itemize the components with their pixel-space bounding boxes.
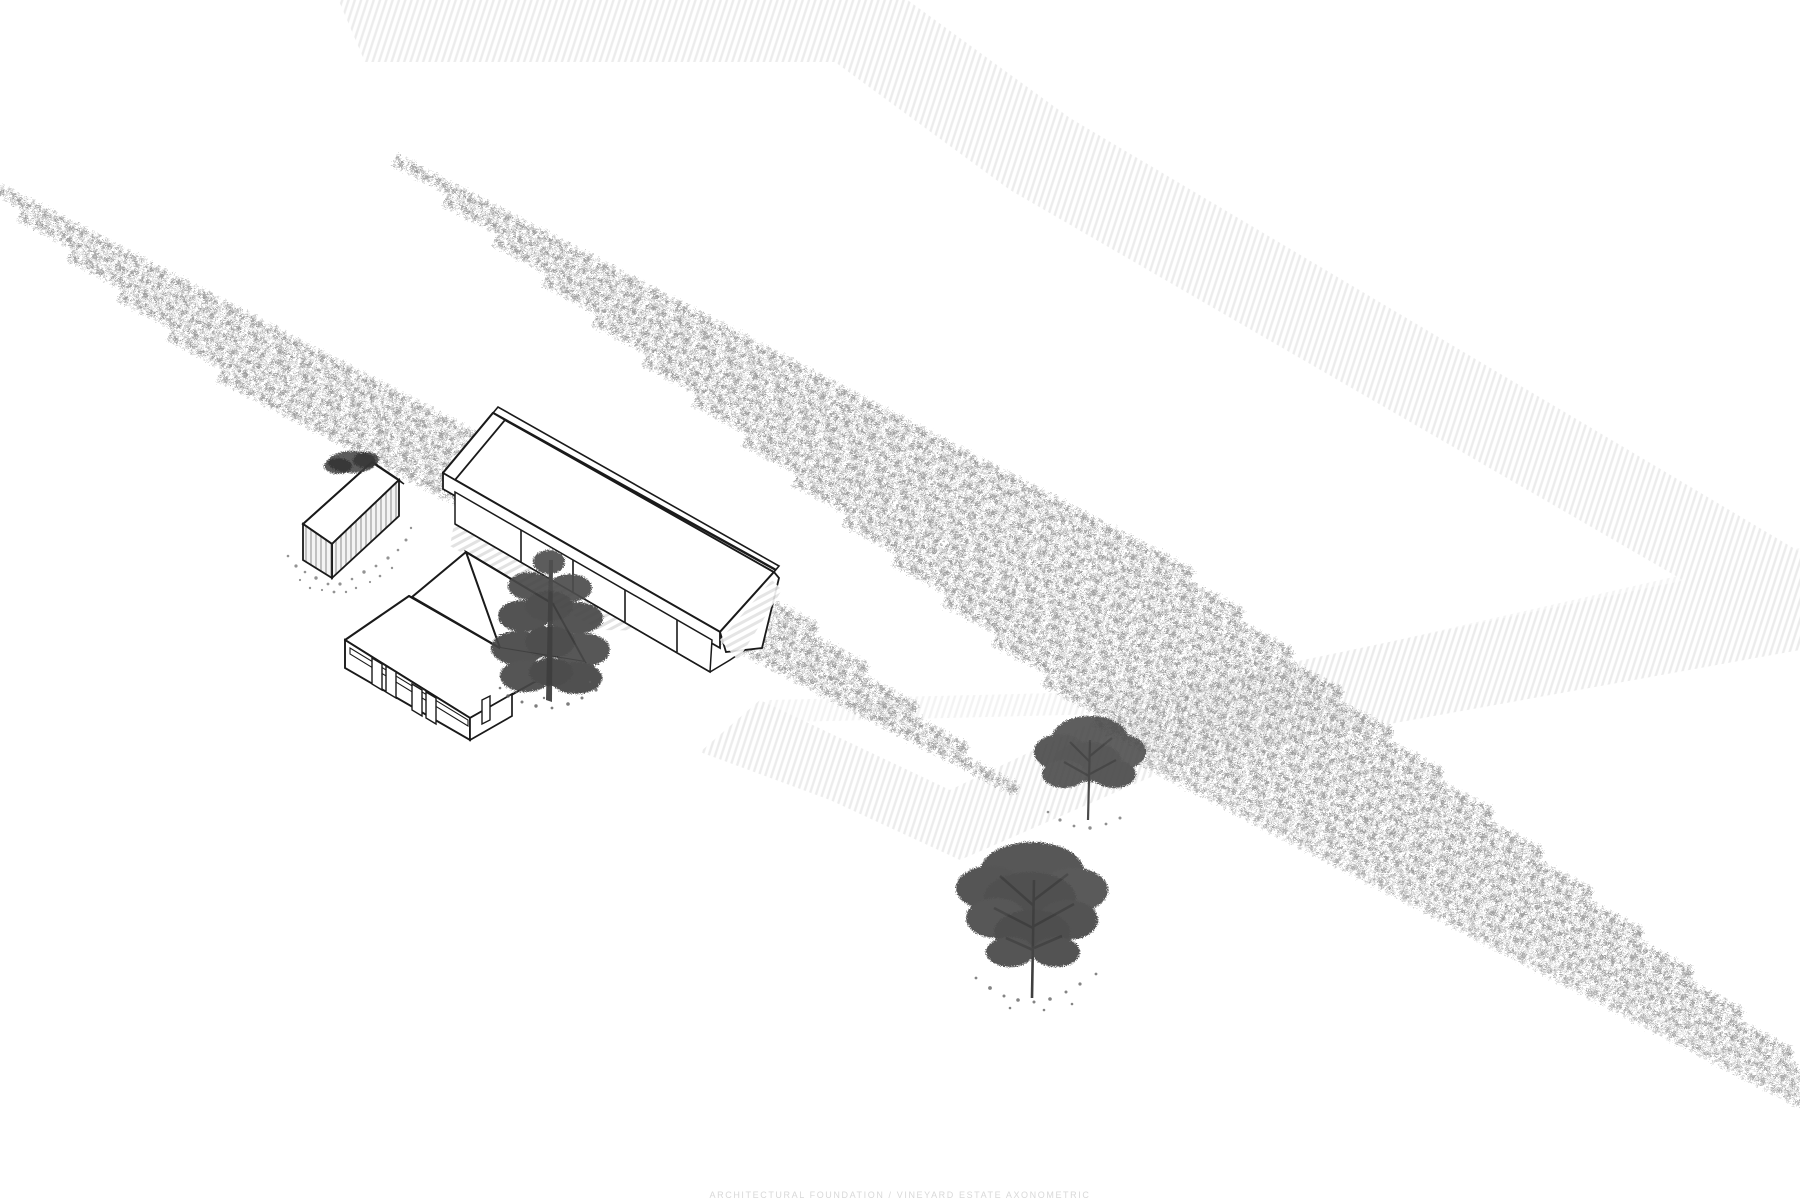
deciduous-tree-small bbox=[1034, 716, 1146, 830]
small-barn-ridge bbox=[302, 461, 373, 525]
farmhouse-east-wall bbox=[469, 692, 513, 742]
specimen-tree-litter bbox=[974, 972, 1098, 1012]
small-barn-wall-gable bbox=[302, 522, 333, 580]
small-barn-ground-stipple bbox=[286, 526, 413, 594]
hedge-shrub bbox=[324, 451, 379, 474]
conifer-tree bbox=[491, 550, 610, 710]
deciduous-tree-large bbox=[956, 842, 1108, 1012]
barn-right-shadow bbox=[720, 580, 782, 660]
barn-roof-ridge bbox=[492, 411, 777, 572]
conifer-ground-litter bbox=[498, 680, 598, 710]
small-slatted-barn bbox=[286, 451, 413, 594]
gravel-access-road bbox=[338, 0, 1800, 860]
farmhouse-windows bbox=[371, 656, 491, 726]
